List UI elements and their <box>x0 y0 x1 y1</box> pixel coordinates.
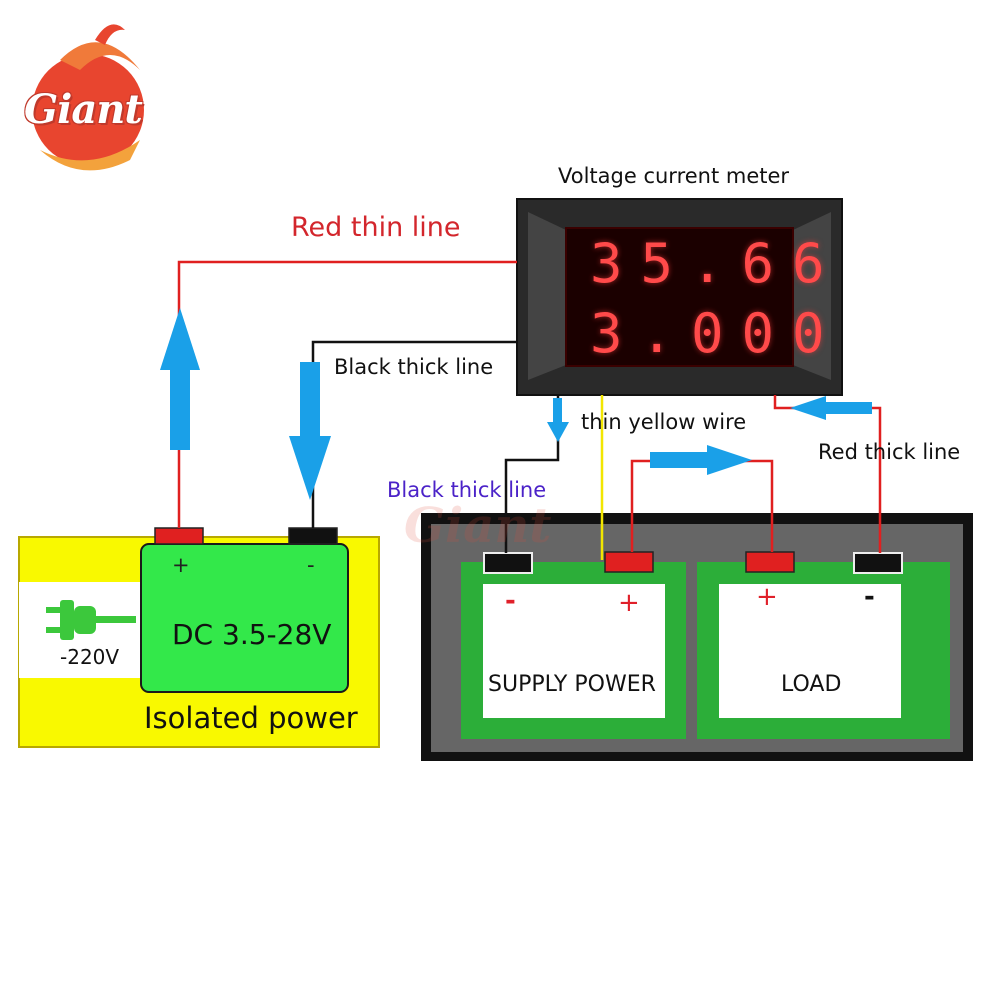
logo-text: Giant <box>24 86 143 133</box>
load-label-area <box>719 584 901 718</box>
black-thick-line-label-top: Black thick line <box>334 355 494 379</box>
arrow-down-black-thick <box>289 362 331 500</box>
supply-negative-terminal <box>483 552 533 574</box>
load-minus-sign: - <box>864 582 875 612</box>
battery-positive-terminal <box>154 527 204 545</box>
load-positive-terminal <box>745 551 795 573</box>
supply-power-label: SUPPLY POWER <box>488 672 656 697</box>
supply-power-label-area <box>483 584 665 718</box>
arrow-down-meter-negative <box>547 398 569 442</box>
load-plus-sign: + <box>756 582 778 612</box>
supply-minus-sign: - <box>505 586 516 616</box>
battery-minus-sign: - <box>307 553 315 577</box>
red-thick-line-label: Red thick line <box>818 440 961 464</box>
battery-negative-terminal <box>288 527 338 545</box>
black-thick-line-label-bottom: Black thick line <box>387 478 547 502</box>
isolated-power-title: Isolated power <box>144 701 358 735</box>
supply-positive-terminal <box>604 551 654 573</box>
load-label: LOAD <box>781 672 842 697</box>
battery-rating: DC 3.5-28V <box>172 618 332 651</box>
power-plug-icon <box>46 600 136 640</box>
watermark-text: Giant <box>404 498 552 554</box>
arrow-up-red-thin <box>160 308 200 450</box>
voltage-current-meter <box>516 198 843 396</box>
supply-plus-sign: + <box>618 588 640 618</box>
arrow-right-supply-to-load <box>650 445 752 475</box>
mains-voltage-label: -220V <box>60 645 120 669</box>
battery-body <box>140 543 349 693</box>
giant-logo <box>32 24 144 171</box>
load-negative-terminal <box>853 552 903 574</box>
current-reading: 3.000 <box>590 302 843 365</box>
voltage-reading: 35.66 <box>590 232 843 295</box>
arrow-left-red-thick <box>790 396 872 420</box>
battery-plus-sign: + <box>172 553 190 577</box>
red-thin-line-label: Red thin line <box>291 212 461 243</box>
thin-yellow-wire-label: thin yellow wire <box>581 410 747 434</box>
meter-title: Voltage current meter <box>558 164 790 188</box>
